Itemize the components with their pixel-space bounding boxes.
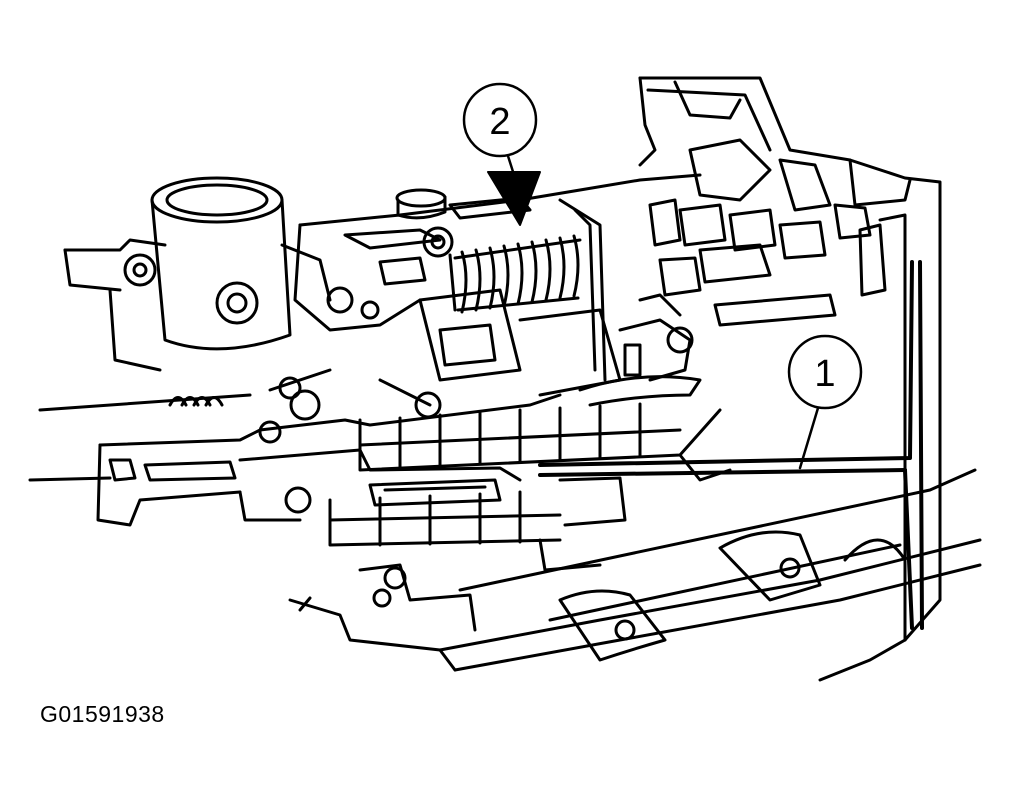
spring <box>422 226 582 314</box>
callout-1: 1 <box>787 334 863 470</box>
lower-body <box>328 402 732 547</box>
callout-1-leader <box>798 406 820 470</box>
bottom-rail-and-brackets <box>288 468 982 672</box>
cylinder-housing <box>63 176 380 372</box>
manual-lever <box>96 393 562 527</box>
callout-1-label: 1 <box>814 353 835 395</box>
alignment-gauge-rod <box>538 260 924 630</box>
transmission-housing <box>638 76 942 682</box>
detent-spring <box>28 368 442 482</box>
callout-2-arrowhead <box>487 171 541 226</box>
callout-2: 2 <box>462 82 541 226</box>
valve-body <box>293 173 702 397</box>
figure-code: G01591938 <box>40 701 165 727</box>
callout-2-label: 2 <box>489 101 510 143</box>
detent-plate <box>578 293 702 407</box>
